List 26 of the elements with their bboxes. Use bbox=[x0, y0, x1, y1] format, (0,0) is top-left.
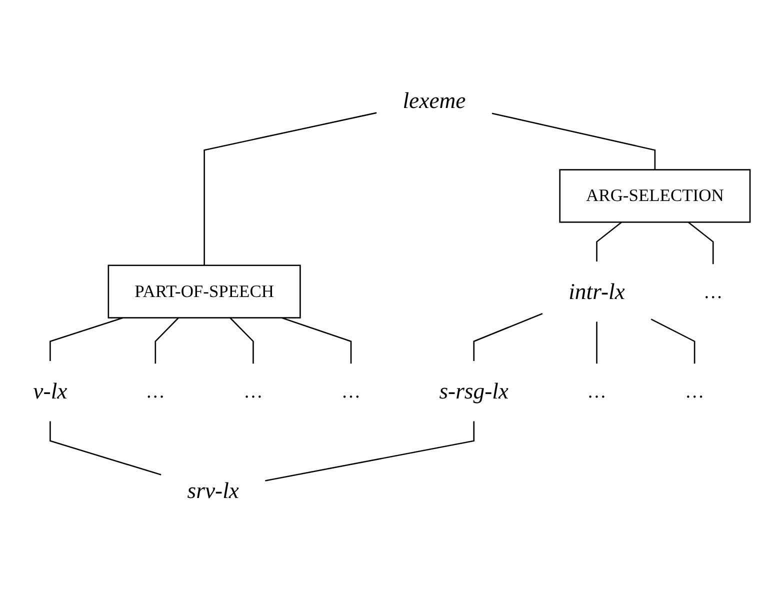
connector bbox=[265, 421, 475, 482]
connector bbox=[650, 318, 696, 364]
connector bbox=[204, 112, 377, 266]
node-box: ARG-SELECTION bbox=[559, 169, 751, 223]
node-text: … bbox=[587, 380, 606, 402]
connector bbox=[596, 322, 598, 364]
connector bbox=[596, 222, 622, 262]
node-text: … bbox=[244, 380, 263, 402]
connector bbox=[688, 222, 714, 264]
node-text: intr-lx bbox=[568, 278, 625, 304]
connector bbox=[281, 317, 352, 364]
connector bbox=[230, 317, 254, 364]
connector bbox=[492, 112, 656, 170]
node-box: PART-OF-SPEECH bbox=[108, 264, 301, 318]
connector bbox=[50, 421, 162, 476]
node-text: … bbox=[146, 380, 166, 402]
connector bbox=[154, 317, 180, 364]
node-text: … bbox=[684, 380, 704, 402]
node-text: s-rsg-lx bbox=[439, 378, 509, 404]
node-text: … bbox=[704, 280, 723, 302]
connector bbox=[473, 312, 543, 361]
node-text: … bbox=[341, 380, 361, 402]
connector bbox=[50, 317, 124, 361]
node-text: lexeme bbox=[402, 88, 466, 113]
node-text: v-lx bbox=[33, 378, 68, 404]
node-text: srv-lx bbox=[187, 478, 239, 504]
